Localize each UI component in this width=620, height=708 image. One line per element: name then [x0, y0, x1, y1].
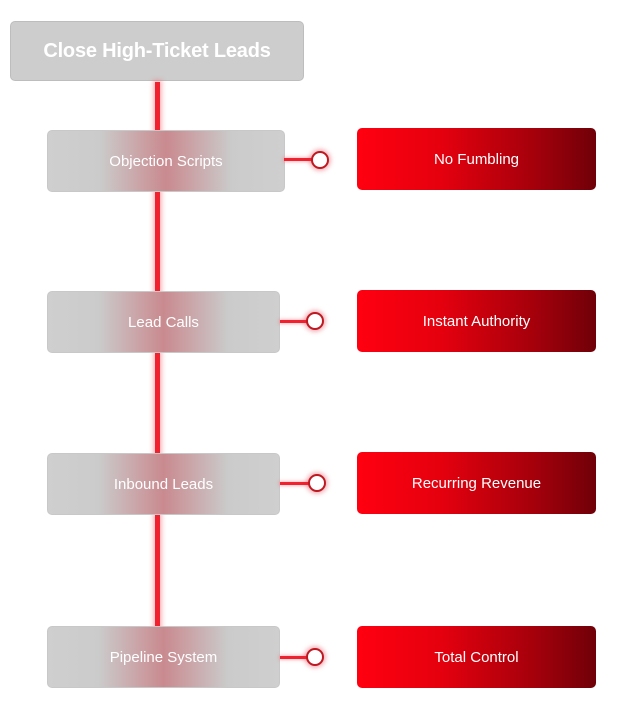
connector-line-2 [155, 191, 160, 293]
branch-node-1 [311, 151, 329, 169]
outcome-box-total-control: Total Control [357, 626, 596, 688]
branch-node-3 [308, 474, 326, 492]
outcome-label: No Fumbling [433, 150, 520, 168]
branch-connector-4 [280, 656, 308, 659]
branch-node-4 [306, 648, 324, 666]
stage-label: Inbound Leads [113, 475, 214, 493]
stage-box-inbound-leads: Inbound Leads [47, 453, 280, 515]
branch-connector-1 [284, 158, 312, 161]
connector-line-4 [155, 514, 160, 628]
branch-connector-2 [280, 320, 308, 323]
diagram-title: Close High-Ticket Leads [43, 39, 271, 62]
diagram-title-box: Close High-Ticket Leads [10, 21, 304, 81]
stage-box-objection-scripts: Objection Scripts [47, 130, 285, 192]
stage-label: Objection Scripts [109, 152, 223, 170]
branch-connector-3 [280, 482, 310, 485]
stage-label: Pipeline System [109, 648, 218, 666]
connector-line-1 [155, 82, 160, 132]
outcome-label: Instant Authority [422, 312, 531, 330]
outcome-label: Recurring Revenue [411, 474, 542, 492]
stage-label: Lead Calls [128, 313, 199, 331]
outcome-box-no-fumbling: No Fumbling [357, 128, 596, 190]
stage-box-lead-calls: Lead Calls [47, 291, 280, 353]
connector-line-3 [155, 352, 160, 455]
stage-box-pipeline-system: Pipeline System [47, 626, 280, 688]
outcome-box-instant-authority: Instant Authority [357, 290, 596, 352]
outcome-label: Total Control [434, 648, 519, 666]
outcome-box-recurring-revenue: Recurring Revenue [357, 452, 596, 514]
branch-node-2 [306, 312, 324, 330]
